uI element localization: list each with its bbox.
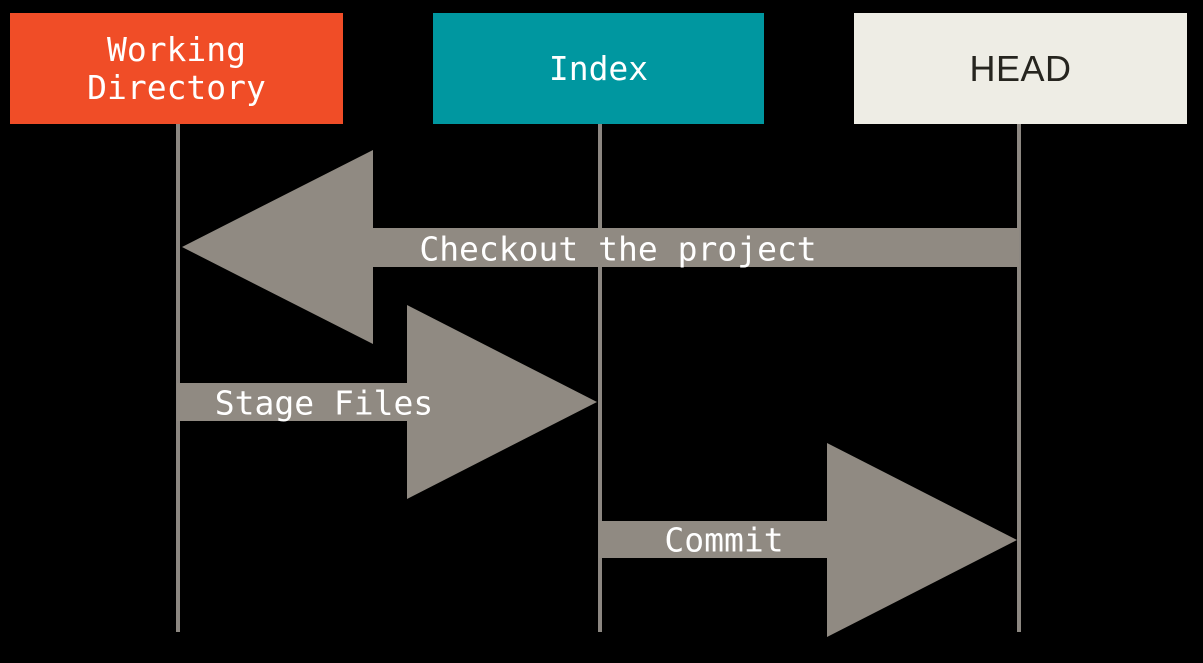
arrow-checkout-label: Checkout the project	[419, 229, 817, 269]
lifeline-working-directory	[176, 124, 180, 632]
arrow-commit-head-right-icon	[827, 443, 1017, 637]
lifeline-index	[598, 124, 602, 632]
arrow-stage-files-shaft	[177, 383, 408, 421]
column-box-head: HEAD	[854, 13, 1187, 124]
arrow-checkout-head-left-icon	[182, 150, 373, 344]
arrow-stage-files-head-right-icon	[407, 305, 597, 499]
column-label-index: Index	[548, 48, 649, 88]
column-box-working-directory: Working Directory	[10, 13, 343, 124]
column-label-working-directory: Working Directory	[87, 29, 266, 107]
arrow-checkout-shaft	[373, 228, 1019, 267]
arrow-stage-files-label: Stage Files	[214, 383, 434, 423]
arrow-commit-label: Commit	[664, 520, 784, 560]
column-box-index: Index	[433, 13, 764, 124]
column-label-head: HEAD	[969, 47, 1072, 89]
lifeline-head	[1017, 124, 1021, 632]
arrow-commit-shaft	[599, 521, 828, 558]
